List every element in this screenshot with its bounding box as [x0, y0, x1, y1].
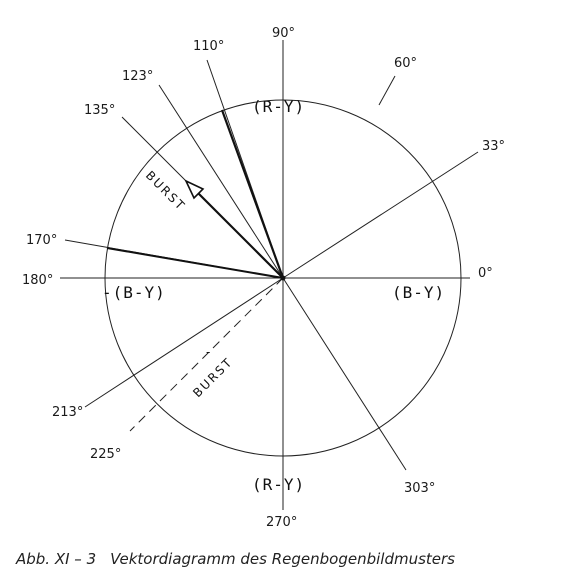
burst-vector	[195, 190, 284, 279]
burst-neg-label: BURST	[190, 355, 235, 400]
center-point	[280, 275, 286, 281]
line-213	[84, 277, 284, 408]
axis-label-b-y-left: -(B-Y)	[102, 283, 166, 302]
angle-label-110: 110°	[193, 39, 224, 54]
burst-arrowhead	[184, 179, 205, 200]
line-110-bold	[220, 109, 285, 279]
figure-caption: Abb. XI – 3 Vektordiagramm des Regenbogen…	[16, 550, 469, 568]
line-33	[282, 151, 479, 279]
angle-label-60: 60°	[394, 56, 417, 71]
line-60	[378, 75, 396, 106]
angle-label-33: 33°	[482, 139, 505, 154]
line-303	[282, 277, 407, 471]
line-225	[129, 277, 284, 432]
line-123	[158, 84, 284, 279]
angle-label-170: 170°	[26, 233, 57, 248]
axis-label-r-y-top: (R-Y)	[252, 97, 305, 116]
burst-neg-sign: -	[206, 345, 212, 359]
angle-label-270: 270°	[266, 515, 297, 530]
axis-label-r-y-bottom: (R-Y)	[252, 475, 305, 494]
figure-number: Abb. XI – 3	[16, 550, 97, 568]
angle-label-213: 213°	[52, 405, 83, 420]
angle-label-0: 0°	[478, 266, 493, 281]
angle-label-135: 135°	[84, 103, 115, 118]
angle-label-225: 225°	[90, 447, 121, 462]
burst-label: BURST	[143, 168, 188, 213]
angle-label-180: 180°	[22, 273, 53, 288]
angle-label-90: 90°	[272, 26, 295, 41]
figure-caption-text: Vektordiagramm des Regenbogenbildmusters	[110, 550, 456, 568]
angle-label-123: 123°	[122, 69, 153, 84]
line-170-bold	[106, 247, 284, 279]
angle-label-303: 303°	[404, 481, 435, 496]
axis-label-b-y-right: (B-Y)	[392, 283, 445, 302]
